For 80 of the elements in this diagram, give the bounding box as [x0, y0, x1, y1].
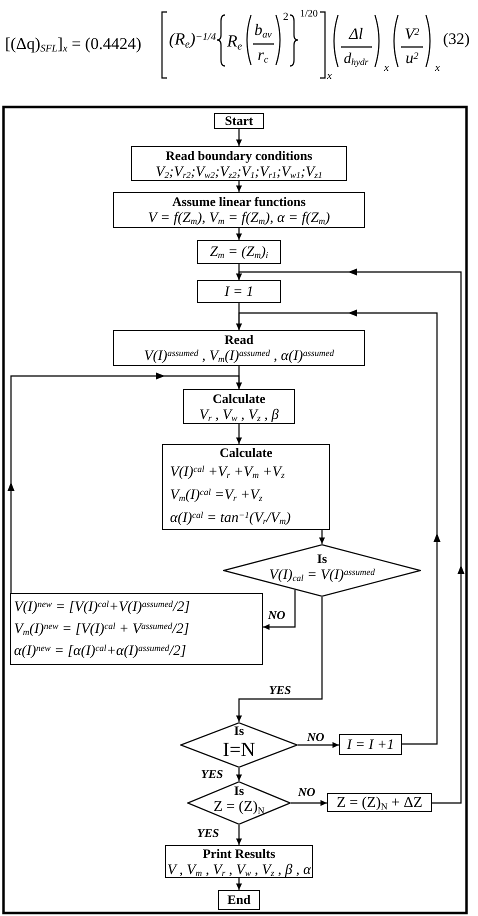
formula-text: V$_{m}$(I)$^{new}$ = [V(I)$^{cal}$ + V$^{assumed}$/2] — [14, 620, 190, 640]
process-box — [165, 845, 313, 878]
decision-diamond — [180, 722, 298, 768]
step-heading: Read — [224, 332, 254, 348]
process-box — [113, 330, 365, 366]
equation-term: d$_{hydr}$ — [344, 50, 368, 68]
formula-text: V(I)$_{cal}$ = V(I)$^{assumed}$ — [269, 566, 375, 582]
equation-term: R$_{e}$ — [227, 32, 242, 52]
arrow — [236, 228, 242, 240]
equation-term: V$^{2}$ — [404, 26, 420, 44]
terminal-box — [214, 113, 264, 129]
equation-term: x — [327, 70, 332, 82]
decision-diamond — [223, 544, 421, 597]
decision-diamond — [187, 781, 291, 825]
formula-text: V(I)$^{new}$ = [V(I)$^{cal}$+V(I)$^{assumed}$/2] — [14, 598, 190, 617]
arrow — [8, 372, 242, 593]
step-heading: Calculate — [212, 390, 266, 406]
arrow — [236, 181, 242, 192]
equation-term: [(Δq)$_{SFL}$]$_{x}$ = (0.4424) — [5, 34, 142, 54]
process-box — [197, 240, 281, 264]
step-heading: Print Results — [202, 846, 276, 862]
edge-label: YES — [196, 826, 220, 840]
equation-term: 2 — [283, 10, 288, 24]
step-heading: Is — [316, 550, 328, 566]
process-box — [131, 146, 347, 181]
arrow — [263, 590, 296, 630]
formula-text: V = f(Z$_{m}$), V$_{m}$ = f(Z$_{m}$), α = f(Z$_{m}$) — [148, 210, 330, 226]
edge-label: NO — [306, 730, 326, 744]
formula-text: Z$_{m}$ = (Z$_{m}$)$_{i}$ — [210, 244, 268, 260]
edge-label: NO — [297, 785, 316, 799]
process-box — [162, 444, 330, 530]
formula-text: V$_{m}$(I)$^{cal}$ =V$_{r}$ +V$_{z}$ — [170, 485, 262, 505]
equation-term: (R$_{e}$)$^{−1/4}$ — [169, 30, 216, 50]
equation-number: (32) — [443, 31, 470, 49]
arrow — [236, 424, 242, 444]
arrow — [236, 310, 440, 745]
step-label: Start — [224, 113, 254, 129]
process-box — [113, 192, 365, 228]
formula-text: V(I)$^{cal}$ +V$_{r}$ +V$_{m}$ +V$_{z}$ — [170, 462, 285, 482]
process-box — [327, 793, 432, 812]
edge-label: YES — [268, 683, 292, 697]
formula-text: Z = (Z)$_{N}$ — [214, 799, 264, 815]
step-label: End — [227, 892, 251, 908]
formula-text: V$_{r}$ , V$_{w}$ , V$_{z}$ , β — [199, 406, 279, 422]
arrow — [319, 530, 325, 544]
formula-text: α(I)$^{cal}$ = tan$^{−1}$(V$_{r}$/V$_{m}$) — [170, 508, 291, 528]
step-heading: Calculate — [220, 444, 272, 460]
equation-term: b$_{av}$ — [254, 22, 272, 40]
formula-text: V$_{2}$;V$_{r2}$;V$_{w2}$;V$_{z2}$;V$_{1}$;V$_{r1}$;V$_{w1}$;V$_{z1}$ — [156, 164, 322, 180]
arrow — [291, 800, 327, 806]
formula-text: α(I)$^{new}$ = [α(I)$^{cal}$+α(I)$^{assumed}$/2] — [14, 642, 186, 661]
equation-term: x — [435, 62, 440, 74]
formula-text: Z = (Z)$_{N}$ + ΔZ — [336, 794, 422, 810]
arrow — [236, 825, 242, 845]
arrow — [236, 129, 242, 146]
step-heading: Read boundary conditions — [166, 148, 312, 164]
formula-text: I = 1 — [224, 284, 254, 300]
step-heading: Is — [234, 723, 244, 739]
process-box — [183, 389, 295, 424]
step-heading: Is — [234, 783, 244, 799]
step-heading: Assume linear functions — [172, 194, 306, 210]
formula-text: V , V$_{m}$ , V$_{r}$ , V$_{w}$ , V$_{z}$ , β , α — [167, 862, 311, 878]
process-box — [339, 734, 402, 755]
process-box — [197, 280, 281, 303]
arrow — [236, 768, 242, 781]
process-box — [10, 593, 263, 665]
edge-label: NO — [267, 608, 286, 622]
equation-term: Δl — [349, 26, 363, 44]
arrow — [298, 742, 339, 748]
arrow — [236, 597, 323, 722]
formula-text: I = I +1 — [346, 736, 394, 752]
terminal-box — [218, 890, 260, 910]
equation-term: r$_{c}$ — [258, 47, 268, 65]
edge-label: YES — [200, 767, 224, 781]
formula-text: V(I)$^{assumed}$ , V$_{m}$(I)$^{assumed}$ , α(I)$^{assumed}$ — [144, 348, 334, 364]
formula-text: I=N — [222, 739, 256, 761]
equation-term: 1/20 — [300, 8, 318, 20]
arrow — [236, 878, 242, 890]
equation-term: u$^{2}$ — [406, 50, 418, 68]
equation-term: x — [384, 62, 389, 74]
